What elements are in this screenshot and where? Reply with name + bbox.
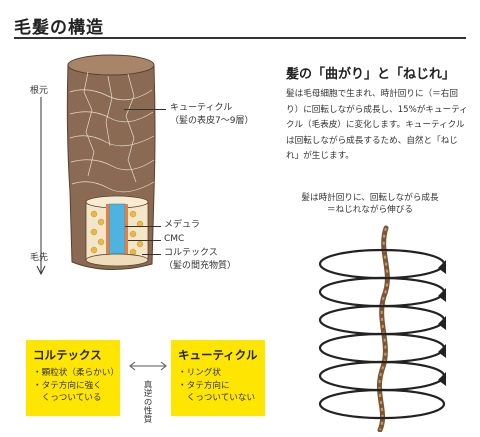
cortex-label: コルテックス （髪の間充物質） (164, 248, 237, 271)
cmc-leader (128, 240, 161, 241)
section-heading: 髪の「曲がり」と「ねじれ」 (286, 67, 456, 82)
cortex-box-list: ・顆粒状（柔らかい） ・タテ方向に強く くっついている (33, 367, 119, 405)
cuticle-label: キューティクル （髪の表皮7〜9層） (170, 103, 254, 126)
cuticle-box-title: キューティクル (178, 348, 258, 362)
medulla-label: メデュラ (164, 220, 201, 230)
title-rule (14, 37, 466, 39)
list-item: ・顆粒状（柔らかい） (33, 368, 119, 378)
cortex-leader (142, 254, 161, 255)
list-item: くっついている (33, 393, 102, 403)
spiral-caption: 髪は時計回りに、回転しながら成長 ＝ねじれながら伸びる (301, 193, 439, 215)
list-item: ・タテ方向に強く (33, 380, 102, 391)
cortex-box (26, 340, 120, 416)
relation-note: 真逆の性質 (142, 380, 152, 423)
medulla-leader (125, 226, 161, 227)
cmc-label: CMC (164, 234, 185, 244)
hair-structure-diagram (66, 54, 156, 270)
list-item: ・リング状 (178, 368, 221, 378)
list-item: くっついていない (178, 393, 256, 403)
page-title: 毛髪の構造 (14, 18, 104, 38)
axis-top-label: 根元 (30, 86, 49, 96)
cuticle-box-list: ・リング状 ・タテ方向に くっついていない (178, 367, 255, 405)
axis-bottom-label: 毛先 (30, 253, 49, 263)
cuticle-leader (124, 109, 166, 110)
down-arrow-icon (36, 97, 46, 276)
section-body: 髪は毛母細胞で生まれ、時計回りに（＝右回 り）に回転しながら成長し、15%がキュ… (286, 89, 468, 161)
cuticle-box (171, 340, 265, 416)
double-arrow-icon (129, 361, 167, 371)
spiral-growth-diagram (318, 225, 446, 432)
cortex-box-title: コルテックス (33, 348, 102, 362)
list-item: ・タテ方向に (178, 380, 230, 391)
